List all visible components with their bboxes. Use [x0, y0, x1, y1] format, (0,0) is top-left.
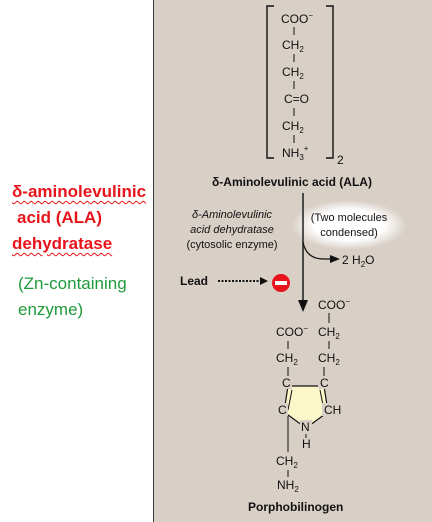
- pbg-methylene-right-2: CH2: [318, 351, 340, 367]
- porphobilinogen-structure: COO− COO− CH2 CH2 CH2 C C C CH N H CH2 N…: [276, 297, 350, 494]
- ala-name: δ-Aminolevulinic acid (ALA): [212, 175, 372, 189]
- inhibition-icon: [272, 274, 290, 292]
- ring-carbon-3: C: [278, 403, 287, 417]
- reaction-panel: 2 COO− CH2 CH2 C=O CH2 NH3+ δ-Aminolevul…: [153, 0, 432, 522]
- ala-structure: 2 COO− CH2 CH2 C=O CH2 NH3+: [266, 5, 344, 167]
- ring-methine: CH: [324, 403, 341, 417]
- reaction-diagram: 2 COO− CH2 CH2 C=O CH2 NH3+ δ-Aminolevul…: [180, 5, 407, 514]
- left-bracket: [266, 5, 274, 159]
- ala-multiplier: 2: [337, 153, 344, 167]
- ala-ammonium: NH3+: [282, 144, 309, 162]
- water-product: 2 H2O: [342, 253, 374, 269]
- enzyme-name-line2: acid dehydratase: [190, 224, 274, 236]
- enzyme-note-line1: (Zn-containing: [18, 274, 127, 293]
- reaction-arrow: [298, 193, 340, 312]
- left-title-line1: δ-aminolevulinic: [12, 182, 147, 201]
- water-branch-arrow: [302, 241, 332, 260]
- condensed-note-line1: (Two molecules: [311, 212, 388, 224]
- enzyme-name-line3: (cytosolic enzyme): [186, 239, 277, 251]
- ala-methylene-2: CH2: [282, 65, 304, 81]
- right-bracket: [326, 5, 334, 159]
- ring-nitrogen: N: [301, 420, 310, 434]
- ring-nitrogen-hydrogen: H: [302, 437, 311, 451]
- enzyme-note-line2: enzyme): [18, 300, 84, 319]
- lead-label: Lead: [180, 274, 208, 288]
- left-title-line2: acid (ALA): [17, 208, 102, 227]
- ring-carbon-1: C: [282, 376, 291, 390]
- pbg-carboxylate-left: COO−: [276, 324, 308, 339]
- pbg-carboxylate-right: COO−: [318, 297, 350, 312]
- ala-carboxylate: COO−: [281, 11, 313, 26]
- left-title-line3: dehydratase: [12, 234, 113, 253]
- pbg-methylene-left: CH2: [276, 351, 298, 367]
- condensed-note-highlight: [291, 200, 407, 250]
- condensed-note-line2: condensed): [320, 227, 378, 239]
- pbg-methylene-right-1: CH2: [318, 325, 340, 341]
- pbg-amino-group: NH2: [277, 478, 299, 494]
- ala-methylene-1: CH2: [282, 38, 304, 54]
- pbg-name: Porphobilinogen: [248, 500, 343, 514]
- ring-carbon-2: C: [320, 376, 329, 390]
- pbg-aminomethyl: CH2: [276, 454, 298, 470]
- ala-keto-group: C=O: [284, 92, 309, 106]
- enzyme-name-line1: δ-Aminolevulinic: [192, 209, 273, 221]
- ala-methylene-3: CH2: [282, 119, 304, 135]
